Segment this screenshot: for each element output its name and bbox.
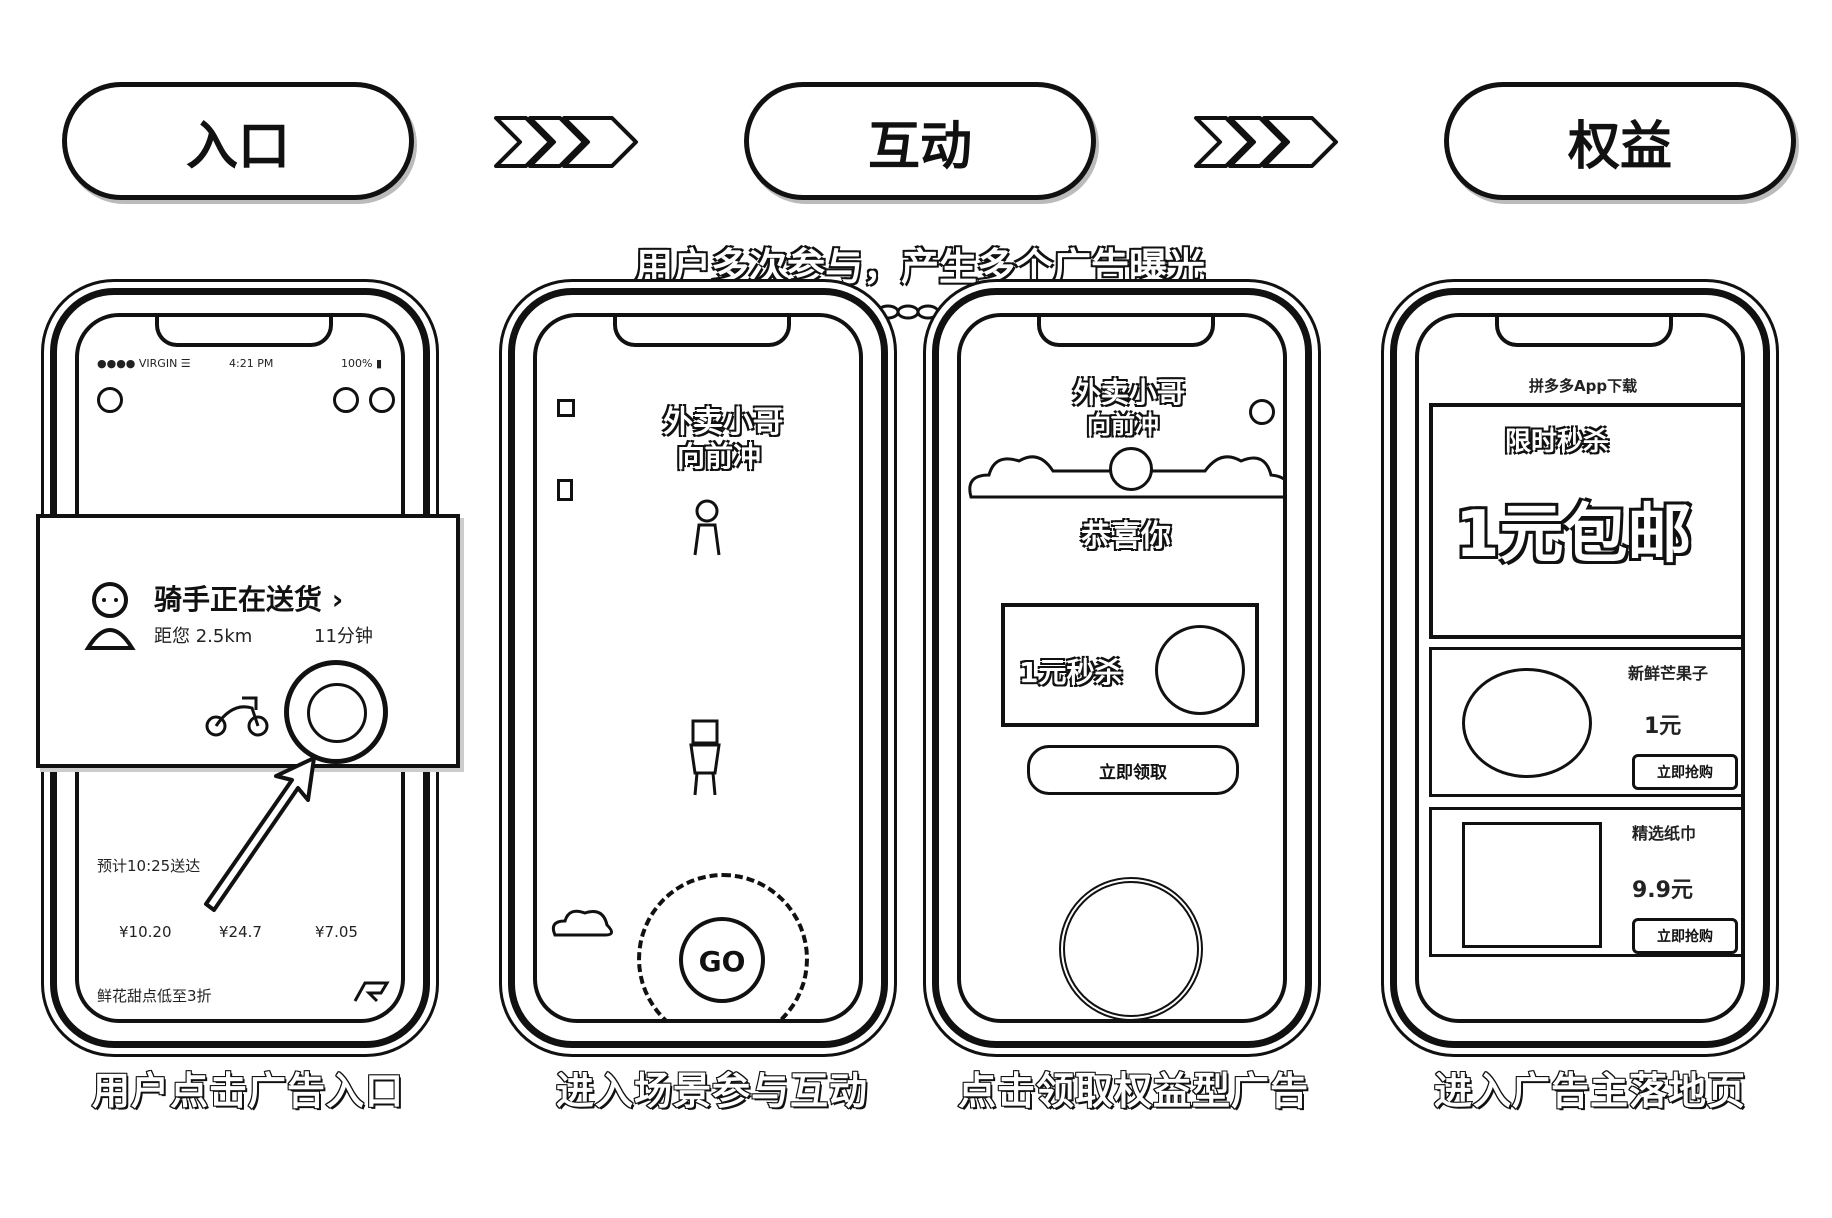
- caption-entry: 用户点击广告入口: [92, 1060, 404, 1115]
- stage-benefit-label: 权益: [1568, 104, 1672, 179]
- coupon-card[interactable]: 1元秒杀: [1001, 603, 1259, 727]
- status-battery: 100% ▮: [341, 357, 382, 370]
- banner-tag: 限时秒杀: [1505, 421, 1609, 458]
- reward-title: 恭喜你: [1081, 511, 1171, 555]
- ad-entry-card[interactable]: 骑手正在送货 › 距您 2.5km 11分钟: [36, 514, 460, 768]
- caption-landing: 进入广告主落地页: [1434, 1060, 1746, 1115]
- chevron-arrow-icon: [492, 112, 642, 172]
- caption-reward: 点击领取权益型广告: [958, 1060, 1309, 1115]
- phone-notch: [155, 313, 333, 347]
- stage-interaction-pill: 互动: [744, 82, 1096, 200]
- smile-button[interactable]: [1059, 877, 1203, 1021]
- rider-avatar-icon: [82, 576, 138, 652]
- service-icon[interactable]: [333, 387, 359, 413]
- game-title-line2: 向前冲: [677, 435, 761, 475]
- scooter-icon: [202, 688, 272, 738]
- phone-notch: [613, 313, 791, 347]
- product-price: 9.9元: [1632, 872, 1693, 904]
- bottom-promo-text[interactable]: 鲜花甜点低至3折: [97, 985, 212, 1006]
- phone-reward: 外卖小哥 向前冲 恭喜你 1元秒杀 立即领取: [932, 288, 1312, 1048]
- phone-notch: [1495, 313, 1673, 347]
- promo-banner[interactable]: 限时秒杀 1元包邮: [1429, 403, 1745, 639]
- stat-value: ¥7.05: [315, 923, 358, 941]
- product-price: 1元: [1644, 708, 1681, 740]
- side-icon: [557, 399, 575, 417]
- tissue-image-icon: [1462, 822, 1602, 948]
- brand-logo-icon: [351, 979, 391, 1005]
- product-name: 新鲜芒果子: [1628, 660, 1708, 684]
- runner-character-icon: [683, 717, 727, 797]
- card-title: 骑手正在送货 ›: [154, 578, 343, 618]
- landing-header: 拼多多App下载: [1529, 375, 1637, 396]
- status-carrier: ●●●● VIRGIN ☰: [97, 357, 191, 370]
- phone-interaction-screen: 外卖小哥 向前冲 GO: [533, 313, 863, 1023]
- claim-button[interactable]: 立即领取: [1027, 745, 1239, 795]
- gift-icon: [307, 683, 367, 743]
- order-eta-text: 预计10:25送达: [97, 855, 200, 876]
- product-name: 精选纸巾: [1632, 820, 1696, 844]
- food-image-icon: [1155, 625, 1245, 715]
- chevron-arrow-icon: [1192, 112, 1342, 172]
- phone-landing: 拼多多App下载 限时秒杀 1元包邮 新鲜芒果子 1元 立即抢购 精选纸巾 9.…: [1390, 288, 1770, 1048]
- ad-entry-button[interactable]: [284, 660, 388, 764]
- stat-value: ¥10.20: [119, 923, 172, 941]
- buy-button[interactable]: 立即抢购: [1632, 754, 1738, 790]
- go-button[interactable]: GO: [679, 917, 765, 1003]
- phone-reward-screen: 外卖小哥 向前冲 恭喜你 1元秒杀 立即领取: [957, 313, 1287, 1023]
- game-title-line2: 向前冲: [1087, 405, 1159, 440]
- product-card[interactable]: 新鲜芒果子 1元 立即抢购: [1429, 647, 1745, 797]
- product-card[interactable]: 精选纸巾 9.9元 立即抢购: [1429, 807, 1745, 957]
- stat-value: ¥24.7: [219, 923, 262, 941]
- card-distance: 距您 2.5km: [154, 622, 252, 648]
- stage-entry-label: 入口: [186, 104, 290, 179]
- buy-button[interactable]: 立即抢购: [1632, 918, 1738, 954]
- cloud-icon: [547, 901, 617, 941]
- stage-interaction-label: 互动: [868, 104, 972, 179]
- rider-character-icon: [687, 497, 727, 557]
- phone-interaction: 外卖小哥 向前冲 GO: [508, 288, 888, 1048]
- caption-interaction: 进入场景参与互动: [556, 1060, 868, 1115]
- banner-main: 1元包邮: [1455, 483, 1692, 575]
- flow-note: 用户多次参与，产生多个广告曝光: [600, 236, 1240, 291]
- fruit-image-icon: [1462, 668, 1592, 778]
- stage-benefit-pill: 权益: [1444, 82, 1796, 200]
- coupon-title: 1元秒杀: [1019, 651, 1122, 691]
- status-time: 4:21 PM: [229, 357, 273, 370]
- coin-icon: [1109, 447, 1153, 491]
- back-icon[interactable]: [97, 387, 123, 413]
- tap-arrow-icon: [196, 754, 326, 914]
- card-eta: 11分钟: [314, 622, 373, 648]
- go-label: GO: [683, 945, 761, 978]
- side-icon: [557, 479, 573, 501]
- phone-notch: [1037, 313, 1215, 347]
- stage-entry-pill: 入口: [62, 82, 414, 200]
- more-icon[interactable]: [369, 387, 395, 413]
- close-icon[interactable]: [1249, 399, 1275, 425]
- phone-landing-screen: 拼多多App下载 限时秒杀 1元包邮 新鲜芒果子 1元 立即抢购 精选纸巾 9.…: [1415, 313, 1745, 1023]
